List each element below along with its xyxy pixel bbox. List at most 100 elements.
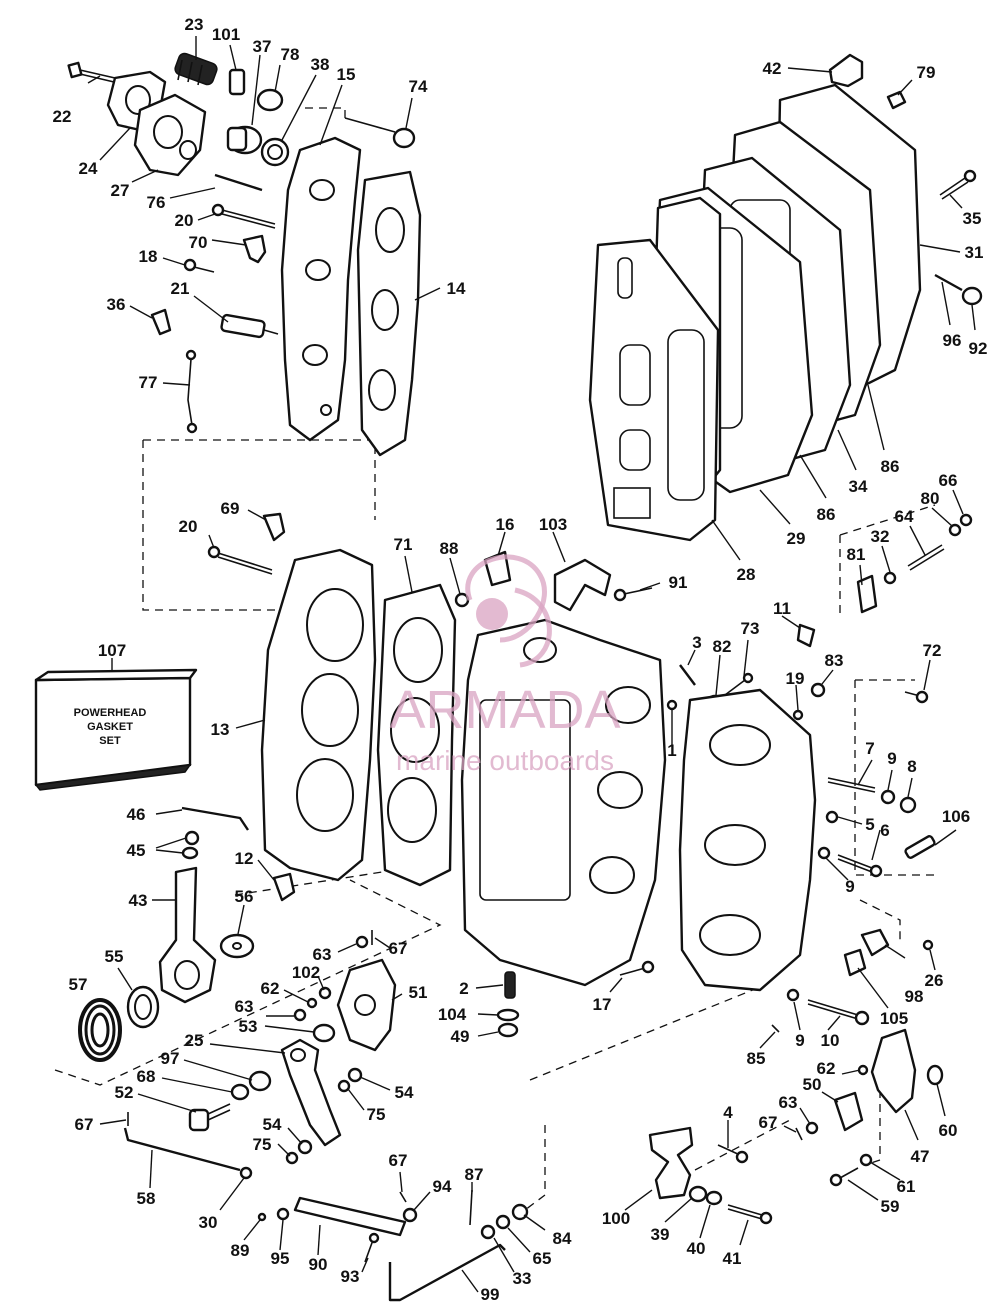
washer-75-upper-icon — [337, 1079, 351, 1093]
callout: 86 — [817, 505, 836, 524]
torsion-spring-icon — [78, 998, 122, 1062]
exhaust-cap-icon — [828, 53, 864, 88]
rod-46-icon — [181, 806, 249, 831]
bolt-4-icon — [717, 1144, 749, 1164]
callout: 67 — [75, 1115, 94, 1134]
callout: 84 — [553, 1229, 572, 1248]
callout: 71 — [394, 535, 413, 554]
callout: 9 — [795, 1031, 804, 1050]
callout: 65 — [533, 1249, 552, 1268]
fitting-92-icon — [961, 286, 983, 306]
callout: 67 — [389, 939, 408, 958]
callout: 1 — [667, 741, 676, 760]
bolt-17-icon — [619, 960, 655, 976]
callout: 105 — [880, 1009, 908, 1028]
washer-63-right-icon — [805, 1121, 819, 1135]
lower-middle-parts — [496, 960, 773, 1225]
arm-25-icon — [280, 1038, 342, 1147]
spring-2-icon — [504, 971, 516, 999]
callout: 27 — [111, 181, 130, 200]
callout: 56 — [235, 887, 254, 906]
link-rod-99-icon — [388, 1243, 506, 1302]
washer-68-icon — [230, 1083, 250, 1101]
ground-wire-icon — [185, 349, 198, 434]
bracket-100-icon — [648, 1126, 694, 1200]
clip-12-icon — [272, 872, 296, 902]
callout: 29 — [787, 529, 806, 548]
callout: 102 — [292, 963, 320, 982]
bushing-53-icon — [312, 1023, 336, 1043]
callout: 69 — [221, 499, 240, 518]
callout: 54 — [395, 1083, 414, 1102]
washer-95-icon — [276, 1207, 290, 1221]
callout: 45 — [127, 841, 146, 860]
callout: 10 — [821, 1031, 840, 1050]
callout: 35 — [963, 209, 982, 228]
callout: 79 — [917, 63, 936, 82]
washer-65-icon — [495, 1214, 511, 1230]
bolt-20-mid-icon — [207, 545, 273, 575]
callout: 78 — [281, 45, 300, 64]
callout: 20 — [175, 211, 194, 230]
callout: 99 — [481, 1285, 500, 1304]
callout: 61 — [897, 1177, 916, 1196]
nut-102-icon — [318, 986, 332, 1000]
callout: 25 — [185, 1031, 204, 1050]
clip-69-icon — [262, 512, 286, 542]
callout: 46 — [127, 805, 146, 824]
exhaust-cover-group — [588, 53, 983, 614]
watermark: ARMADA marine outboards — [389, 554, 621, 776]
callout: 31 — [965, 243, 984, 262]
callout: 64 — [895, 507, 914, 526]
callout: 51 — [409, 983, 428, 1002]
bracket-36-icon — [150, 308, 172, 336]
callout: 90 — [309, 1255, 328, 1274]
washer-9-lower-icon — [786, 988, 800, 1002]
callout: 9 — [887, 749, 896, 768]
callout: 73 — [741, 619, 760, 638]
bolt-18-icon — [183, 258, 215, 273]
callout: 9 — [845, 877, 854, 896]
callout: 7 — [865, 739, 874, 758]
callout: 87 — [465, 1165, 484, 1184]
callout: 8 — [907, 757, 916, 776]
callout: 94 — [433, 1177, 452, 1196]
callout: 103 — [539, 515, 567, 534]
gasket-set-box: POWERHEAD GASKET SET — [34, 668, 198, 791]
washer-62-right-icon — [857, 1064, 869, 1076]
callout: 62 — [261, 979, 280, 998]
leader-lines — [87, 36, 976, 1293]
callout: 76 — [147, 193, 166, 212]
callout: 81 — [847, 545, 866, 564]
callout: 97 — [161, 1049, 180, 1068]
callout-labels: 23 101 37 78 38 15 74 22 24 27 76 20 70 … — [53, 15, 988, 1304]
bracket-103-icon — [553, 558, 612, 612]
bracket-47-icon — [870, 1028, 917, 1114]
clip-45-upper-icon — [184, 830, 200, 846]
callout: 107 — [98, 641, 126, 660]
bolt-93-icon — [364, 1232, 380, 1263]
callout: 75 — [253, 1135, 272, 1154]
callout: 17 — [593, 995, 612, 1014]
cylinder-head-cover-group — [67, 52, 422, 457]
nut-84-icon — [511, 1203, 529, 1221]
callout: 36 — [107, 295, 126, 314]
bolt-35-icon — [939, 169, 977, 200]
callout: 40 — [687, 1239, 706, 1258]
callout: 62 — [817, 1059, 836, 1078]
washer-62-icon — [306, 997, 318, 1009]
nut-54-upper-icon — [347, 1067, 363, 1083]
watermark-brand: ARMADA — [389, 680, 620, 740]
callout: 42 — [763, 59, 782, 78]
spacer-40-icon — [705, 1190, 723, 1206]
shoulder-bolt-52-icon — [188, 1103, 231, 1132]
gasket-box-line1: POWERHEAD — [74, 707, 147, 719]
callout: 5 — [865, 815, 874, 834]
callout: 28 — [737, 565, 756, 584]
callout: 21 — [171, 279, 190, 298]
callout: 26 — [925, 971, 944, 990]
bolt-6-icon — [837, 854, 883, 878]
link-90-icon — [293, 1196, 407, 1237]
callout: 49 — [451, 1027, 470, 1046]
callout: 16 — [496, 515, 515, 534]
